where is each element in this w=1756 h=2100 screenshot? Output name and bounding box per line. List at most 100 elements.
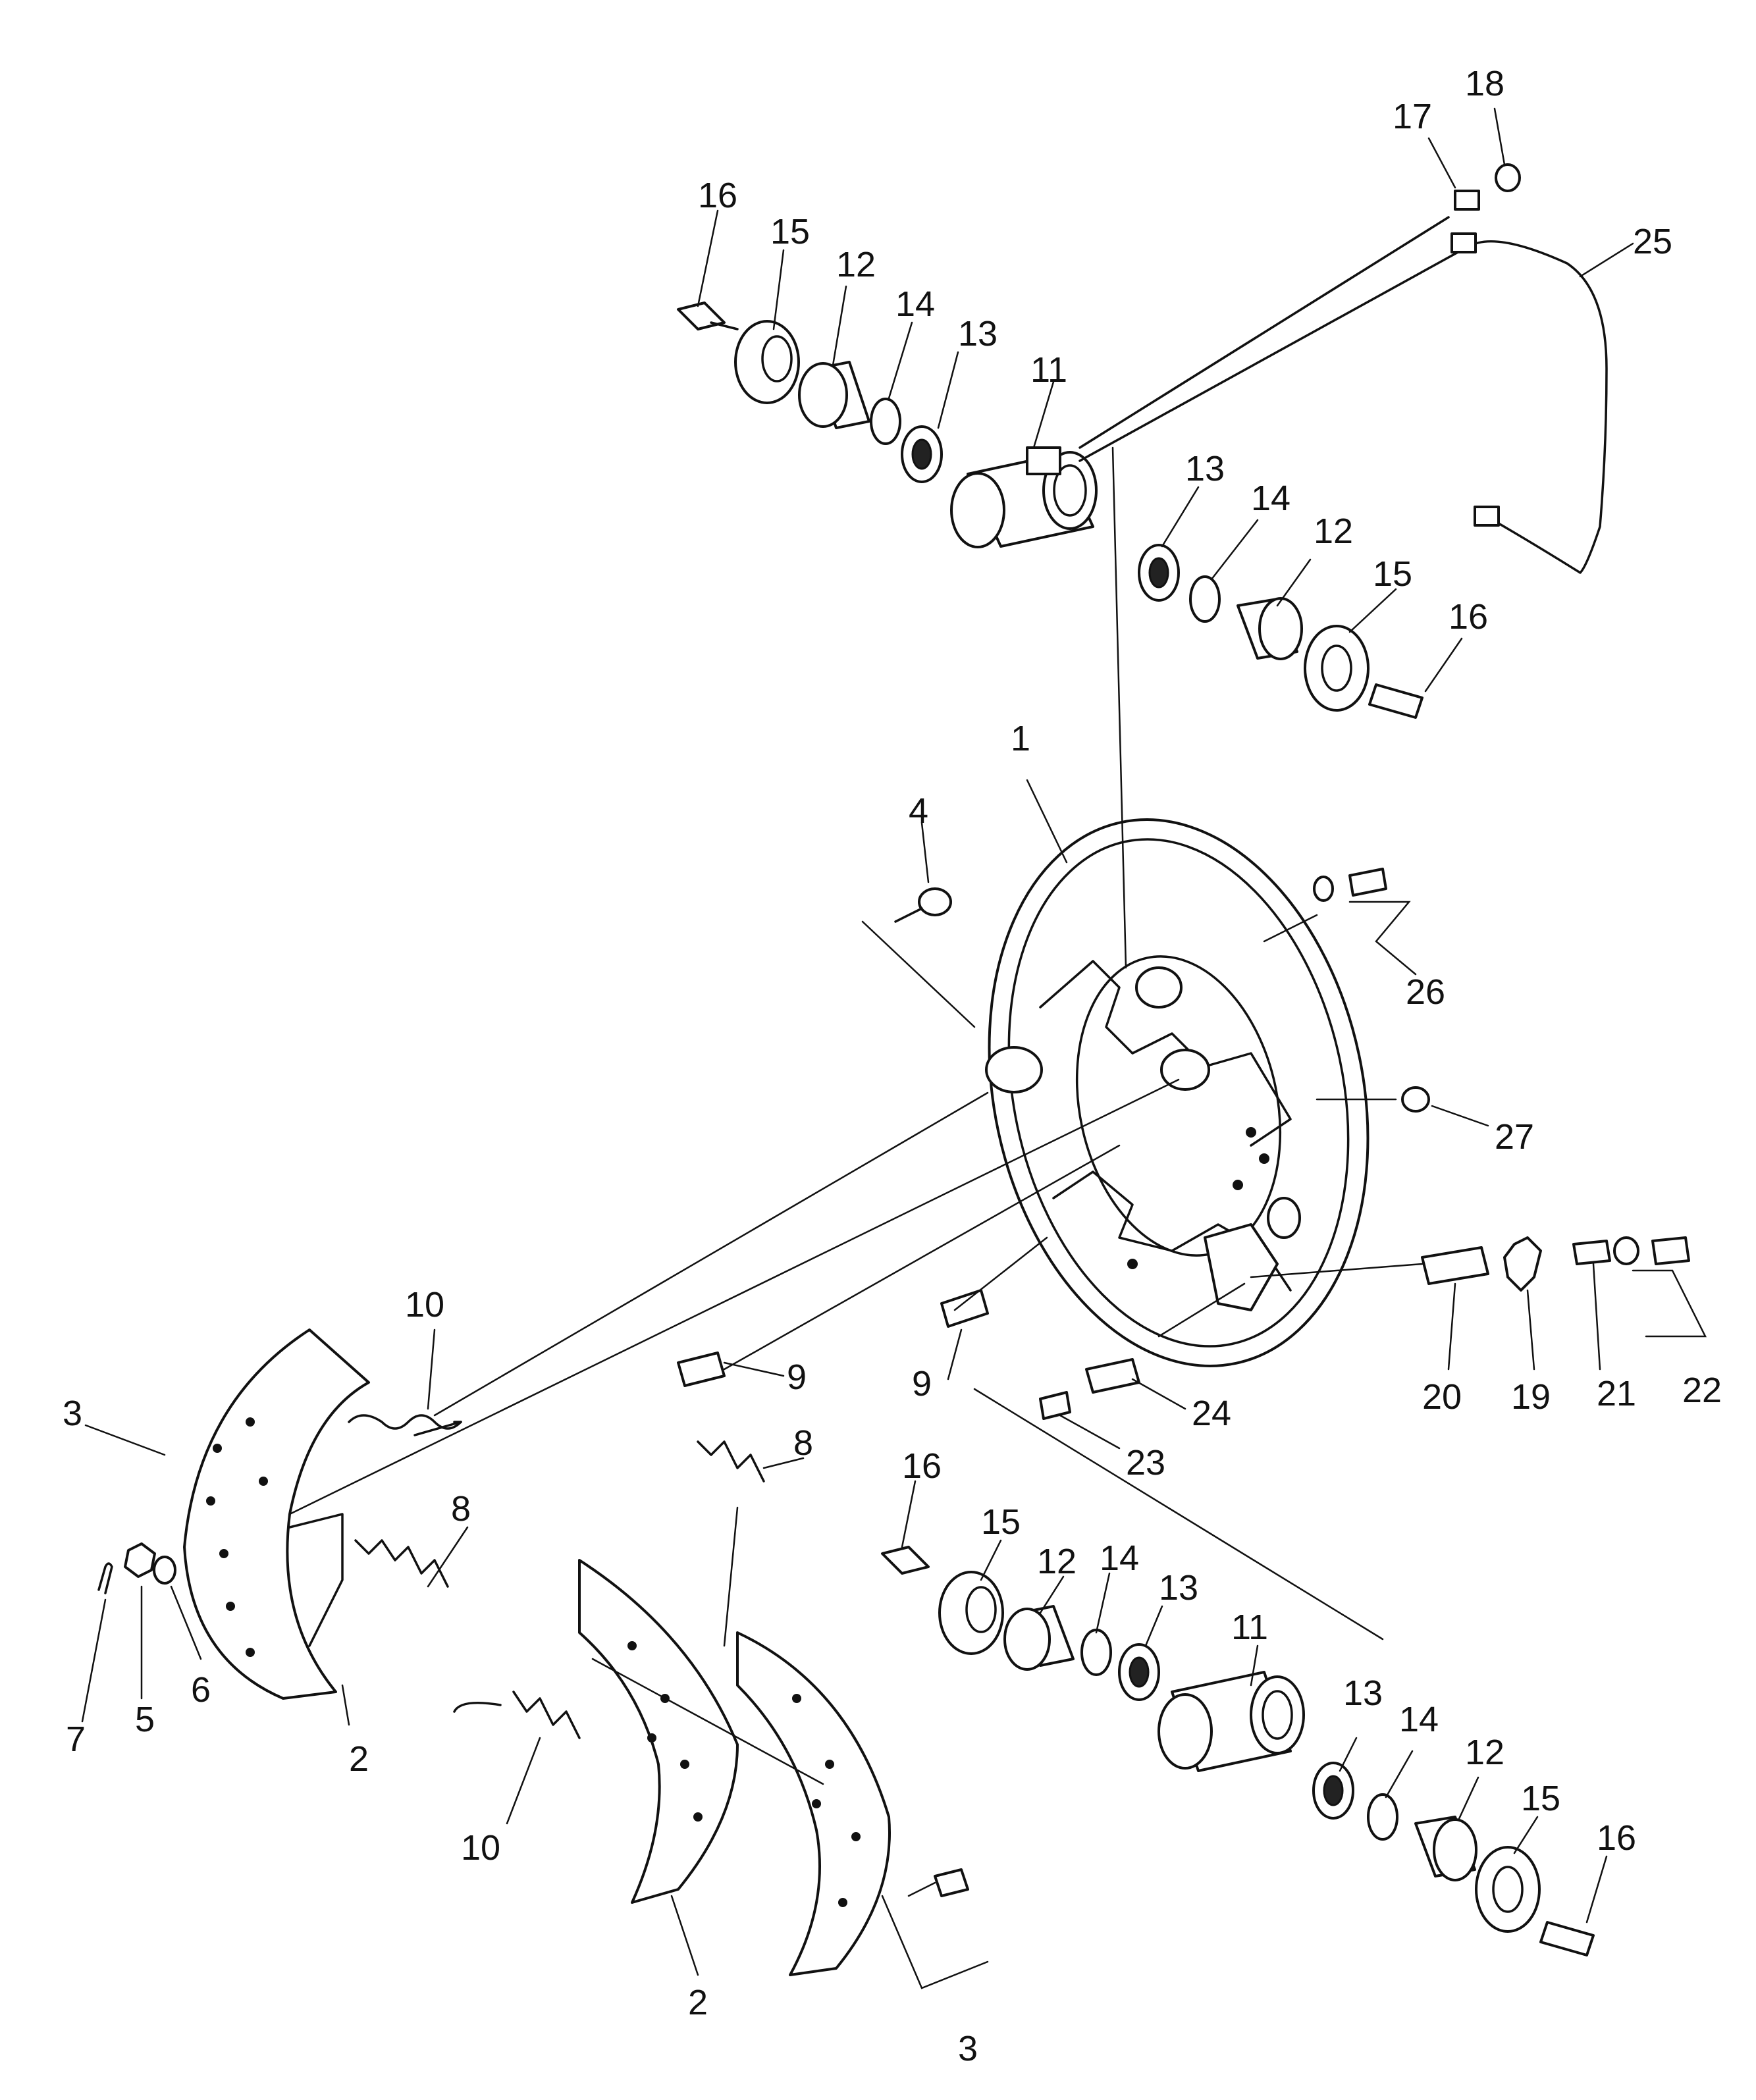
callout-12-top-left: 12 (836, 245, 876, 284)
callout-9-right: 9 (912, 1364, 932, 1404)
callout-13-bottom-left: 13 (1159, 1568, 1198, 1608)
washer (153, 1556, 176, 1585)
backing-plate (985, 818, 1370, 1367)
cylinder-piston-top-right (1237, 597, 1303, 660)
adjuster-lever-bolt (1039, 1391, 1071, 1420)
callout-15-bottom-right: 15 (1521, 1779, 1560, 1818)
adjuster-bolt (1613, 1236, 1690, 1265)
callout-15-top-right: 15 (1373, 554, 1412, 594)
cylinder-piston-bottom-left (1003, 1605, 1075, 1671)
callout-16-top-left: 16 (698, 176, 737, 215)
callout-16-bottom-left: 16 (902, 1446, 942, 1486)
hold-down-spring-center (697, 1440, 765, 1483)
callout-12-top-right: 12 (1314, 512, 1353, 551)
callout-13-bottom-right: 13 (1343, 1673, 1383, 1713)
callout-23: 23 (1126, 1443, 1165, 1483)
callout-3-bottom: 3 (958, 2029, 978, 2068)
bleeder-screw-bottom-right (1539, 1921, 1595, 1956)
cylinder-ring-bottom-right (1367, 1793, 1398, 1841)
callout-15-bottom-left: 15 (981, 1502, 1021, 1542)
callout-24: 24 (1192, 1394, 1231, 1433)
cylinder-cup-bottom-right (1312, 1762, 1354, 1820)
assembly-lines (288, 446, 1423, 1897)
callout-13-top-left: 13 (958, 314, 998, 354)
brake-lining (736, 1631, 891, 1976)
adjuster-wheel (1503, 1236, 1542, 1292)
brake-pipe (1467, 240, 1608, 574)
cylinder-cup-bottom-left (1118, 1643, 1160, 1701)
callout-14-top-right: 14 (1251, 479, 1290, 518)
callout-14-bottom-right: 14 (1399, 1700, 1439, 1739)
callout-13-top-right: 13 (1185, 449, 1225, 488)
adjuster-screw (1421, 1246, 1489, 1285)
callout-11-top: 11 (1030, 350, 1067, 390)
callout-18: 18 (1465, 64, 1504, 103)
brake-shoe-center (578, 1559, 739, 1904)
dust-boot-top-left (734, 320, 800, 404)
callout-14-bottom-left: 14 (1100, 1538, 1139, 1578)
callout-labels: 1 2 2 3 3 4 5 6 7 8 8 9 9 10 10 11 11 12… (63, 64, 1722, 2068)
return-spring-left (348, 1414, 462, 1436)
callout-21: 21 (1597, 1374, 1636, 1413)
cylinder-cup-top-left (901, 425, 943, 483)
callout-1: 1 (1011, 719, 1030, 758)
callout-19: 19 (1511, 1377, 1551, 1417)
nut (124, 1542, 156, 1578)
cylinder-ring-top-right (1189, 575, 1221, 623)
hold-down-spring-left (354, 1539, 449, 1588)
adjuster-pin-center (677, 1352, 726, 1387)
dust-boot-bottom-left (938, 1571, 1004, 1655)
cylinder-piston-top-left (798, 361, 870, 429)
brake-shoe-left (183, 1328, 370, 1700)
bleeder-cap (1495, 163, 1521, 192)
callout-10-top: 10 (405, 1285, 444, 1325)
callout-27: 27 (1495, 1117, 1534, 1157)
wheel-cylinder-top (950, 446, 1098, 548)
bleeder-screw-top-right (1368, 683, 1423, 719)
callout-12-bottom-left: 12 (1037, 1542, 1077, 1581)
pipe-fitting (1450, 232, 1500, 527)
callout-14-top-left: 14 (895, 284, 935, 324)
callout-15-top-left: 15 (770, 212, 810, 251)
dust-boot-bottom-right (1475, 1846, 1541, 1933)
callout-20: 20 (1422, 1377, 1462, 1417)
cylinder-ring-bottom-left (1080, 1629, 1112, 1676)
callout-12-bottom-right: 12 (1465, 1733, 1504, 1772)
return-spring-bottom (453, 1691, 581, 1739)
callout-2-left: 2 (349, 1739, 369, 1779)
anchor-bolt (894, 887, 952, 923)
callout-5: 5 (135, 1700, 155, 1739)
callout-7: 7 (66, 1719, 86, 1759)
callout-8-center: 8 (793, 1423, 813, 1463)
cotter-pin (97, 1562, 113, 1594)
callout-4: 4 (909, 791, 928, 831)
cylinder-cup-top-right (1138, 544, 1180, 602)
inspection-plug (1401, 1086, 1430, 1113)
callout-16-bottom-right: 16 (1597, 1818, 1636, 1858)
adjuster-nut (1572, 1240, 1611, 1265)
lining-rivet (934, 1868, 969, 1897)
callout-22: 22 (1682, 1371, 1722, 1410)
adjuster-lever (1085, 1358, 1140, 1394)
wheel-cylinder-bottom (1157, 1671, 1305, 1772)
callout-26: 26 (1406, 972, 1445, 1012)
connector (1454, 190, 1480, 211)
callout-8-left: 8 (451, 1489, 471, 1529)
adjuster-pin-right (940, 1289, 989, 1328)
plate-bolt (1313, 868, 1387, 902)
callout-25: 25 (1633, 222, 1672, 261)
callout-9-center: 9 (787, 1357, 807, 1397)
leader-lines (81, 107, 1707, 1989)
callout-2-bottom: 2 (688, 1983, 708, 2022)
callout-11-bottom: 11 (1231, 1608, 1268, 1647)
dust-boot-top-right (1304, 625, 1370, 712)
callout-3-left: 3 (63, 1394, 82, 1433)
callout-10-bottom: 10 (461, 1828, 500, 1868)
callout-16-top-right: 16 (1449, 597, 1488, 637)
bleeder-screw-bottom-left (881, 1546, 930, 1575)
cylinder-ring-top-left (870, 398, 901, 445)
cylinder-piston-bottom-right (1414, 1816, 1477, 1881)
callout-6: 6 (191, 1670, 211, 1710)
bleeder-screw-top-left (677, 302, 739, 330)
